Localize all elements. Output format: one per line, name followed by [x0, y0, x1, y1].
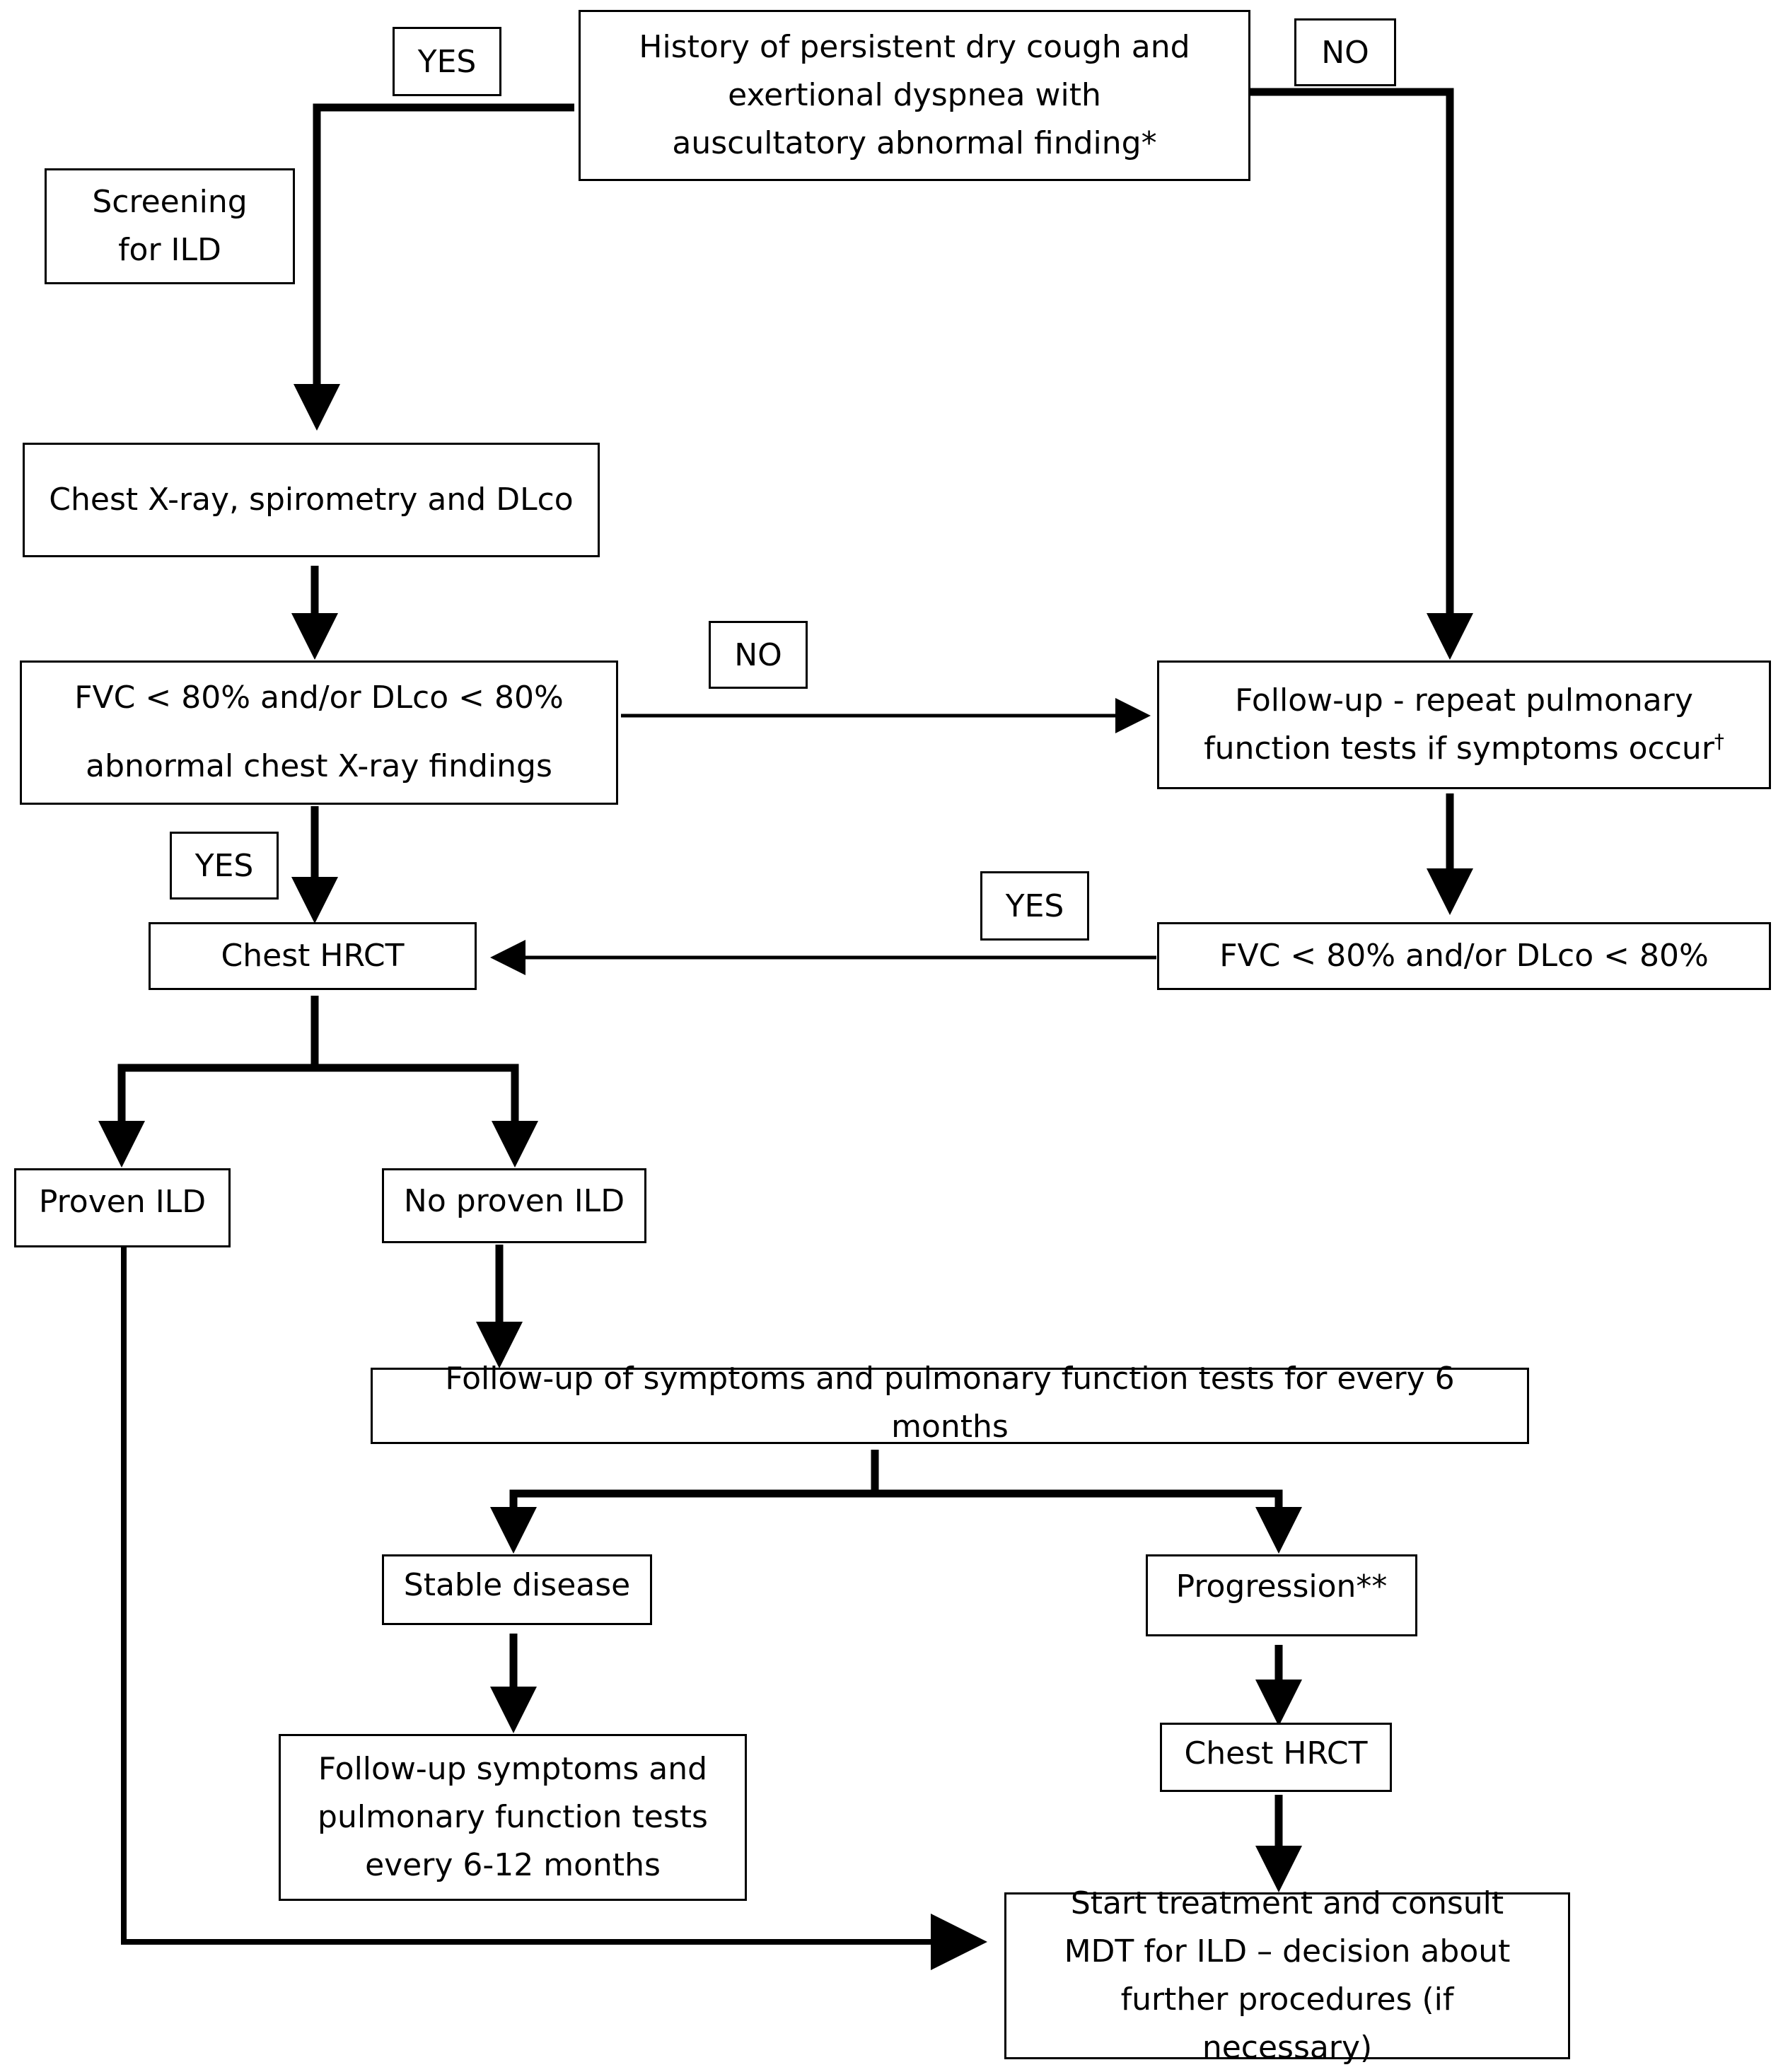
no-proven-ild-node: No proven ILD — [382, 1168, 646, 1243]
dagger-footnote-mark: † — [1714, 729, 1724, 753]
xray-text: Chest X-ray, spirometry and DLco — [49, 481, 574, 518]
edge-proven-to-treatment — [121, 1247, 987, 1970]
fvc1-node: FVC < 80% and/or DLco < 80% abnormal che… — [20, 660, 618, 805]
followup-repeat-content: Follow-up - repeat pulmonary function te… — [1187, 677, 1741, 773]
followup-6-12-months-node: Follow-up symptoms and pulmonary functio… — [279, 1734, 747, 1901]
proven-ild-node: Proven ILD — [14, 1168, 231, 1247]
screening-node: Screening for ILD — [45, 168, 295, 284]
progression-node: Progression** — [1146, 1554, 1417, 1636]
followup-repeat-text: Follow-up - repeat pulmonary function te… — [1204, 682, 1714, 767]
hrct1-text: Chest HRCT — [221, 937, 405, 974]
edge-hrct1-split — [98, 996, 319, 1168]
edge-followup6-to-stable — [490, 1489, 875, 1554]
stable-disease-text: Stable disease — [403, 1566, 631, 1603]
progression-text: Progression** — [1175, 1568, 1388, 1605]
fvc1-line1: FVC < 80% and/or DLco < 80% — [74, 680, 564, 716]
no-label-top: NO — [1294, 18, 1396, 86]
proven-ild-text: Proven ILD — [38, 1183, 207, 1220]
edge-history-to-xray — [294, 103, 574, 431]
edge-history-to-followup — [1250, 88, 1473, 660]
fvc1-line2: abnormal chest X-ray findings — [86, 748, 552, 784]
stable-disease-node: Stable disease — [382, 1554, 652, 1625]
hrct1-node: Chest HRCT — [149, 922, 477, 990]
followup-6-months-node: Follow-up of symptoms and pulmonary func… — [371, 1361, 1529, 1445]
edge-followup6-to-progression — [875, 1489, 1302, 1554]
followup-6-months-text: Follow-up of symptoms and pulmonary func… — [445, 1360, 1455, 1445]
no-proven-ild-text: No proven ILD — [403, 1182, 625, 1219]
treatment-node: Start treatment and consult MDT for ILD … — [1004, 1885, 1570, 2066]
history-node: History of persistent dry cough and exer… — [579, 10, 1250, 181]
no-label-mid: NO — [709, 621, 808, 689]
hrct2-node: Chest HRCT — [1160, 1723, 1392, 1792]
xray-node: Chest X-ray, spirometry and DLco — [23, 443, 600, 557]
screening-text: Screening for ILD — [92, 183, 248, 268]
yes-label-right: YES — [980, 871, 1089, 941]
yes-label-top: YES — [393, 27, 501, 96]
yes-label-left: YES — [170, 832, 279, 900]
hrct2-text: Chest HRCT — [1184, 1735, 1368, 1771]
fvc2-text: FVC < 80% and/or DLco < 80% — [1219, 937, 1709, 974]
edge-hrct1-split-right — [315, 1064, 538, 1168]
followup-6-12-months-text: Follow-up symptoms and pulmonary functio… — [318, 1750, 708, 1884]
followup-repeat-node: Follow-up - repeat pulmonary function te… — [1157, 660, 1771, 789]
history-text: History of persistent dry cough and exer… — [639, 28, 1190, 162]
treatment-text: Start treatment and consult MDT for ILD … — [1064, 1885, 1511, 2066]
fvc2-node: FVC < 80% and/or DLco < 80% — [1157, 922, 1771, 990]
